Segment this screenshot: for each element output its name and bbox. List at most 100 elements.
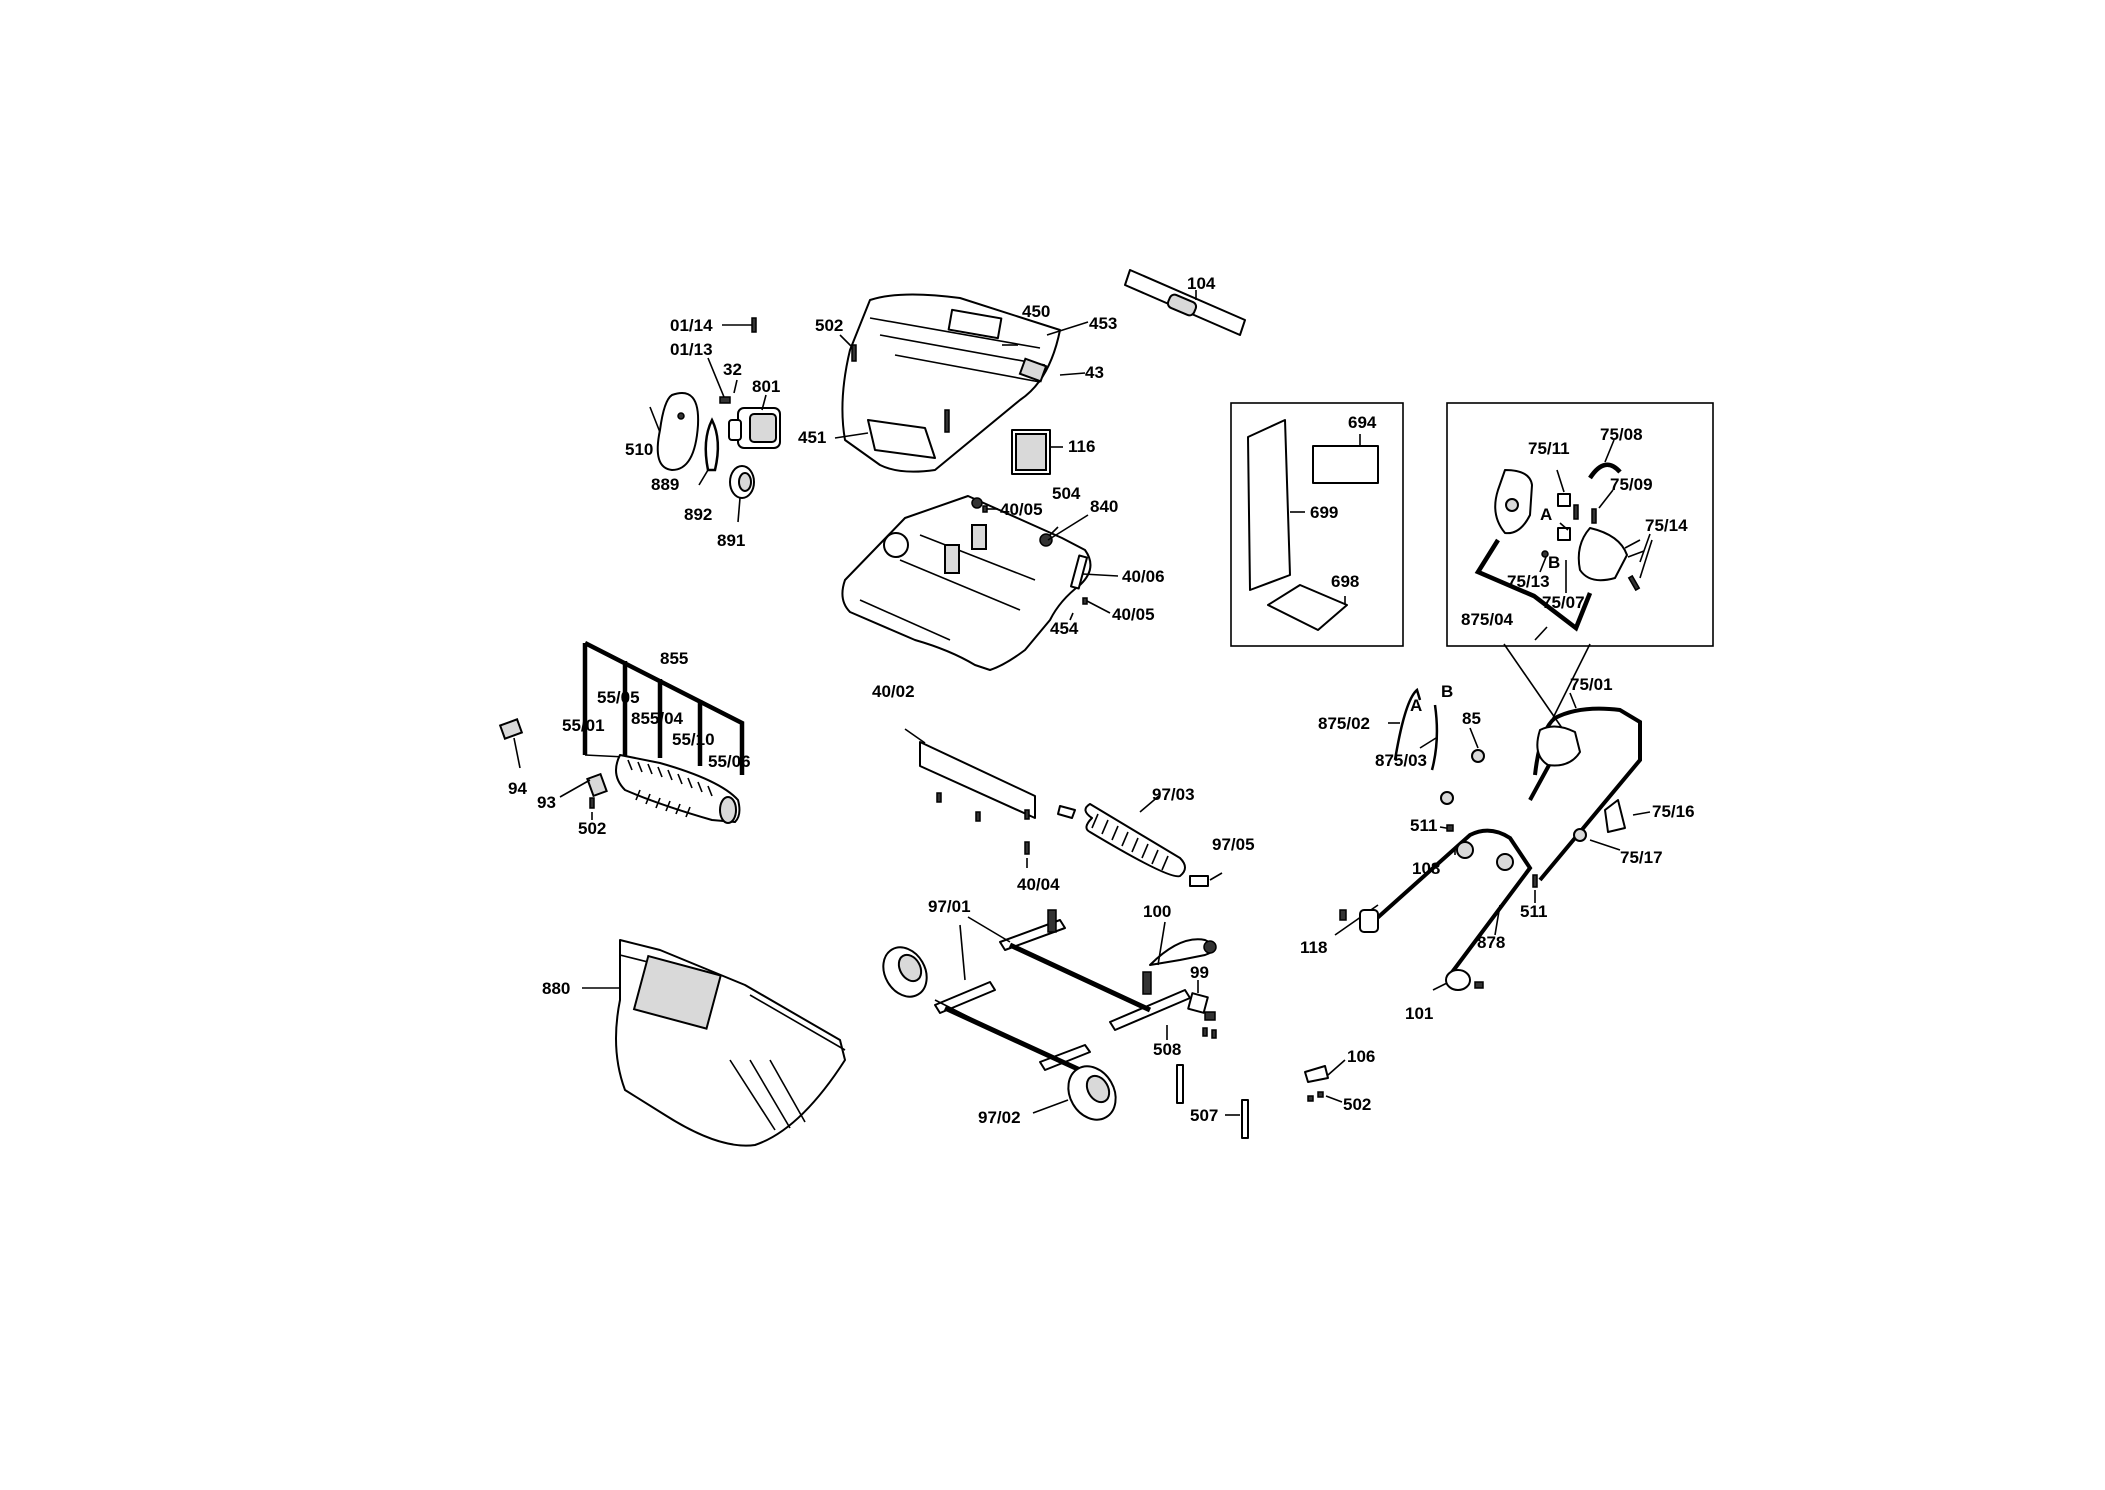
part-75-07-switch-half [1577,527,1628,582]
label-801: 801 [752,377,780,396]
label-55-05: 55/05 [597,688,640,707]
part-97-02-wheel-rear [882,946,928,998]
label-75-13: 75/13 [1507,572,1550,591]
part-840-spring [1069,554,1089,590]
label-875-04: 875/04 [1461,610,1514,629]
part-75-14-screws [1624,539,1645,558]
label-93: 93 [537,793,556,812]
manual-box [1230,402,1404,647]
part-875-03-cable [1430,704,1439,771]
handle-group [1304,687,1651,1103]
label-108: 108 [1412,859,1440,878]
label-55-01: 55/01 [562,716,605,735]
label-875-02: 875/02 [1318,714,1370,733]
part-97-05-pin [1189,875,1209,887]
part-508-bolt [1176,1064,1184,1104]
label-99: 99 [1190,963,1209,982]
aerator-roller-group [498,640,745,824]
part-875-02-cable [1393,687,1422,761]
part-94-end-cap [498,718,524,740]
label-97-01: 97/01 [928,897,971,916]
label-504: 504 [1052,484,1081,503]
part-116-filter [1011,429,1063,475]
part-97-02-wheel-front [1067,1065,1117,1121]
label-75-01: 75/01 [1570,675,1613,694]
label-116: 116 [1068,437,1095,456]
label-75-16: 75/16 [1652,802,1695,821]
part-855-bracket [582,640,745,775]
part-892-belt [704,417,720,472]
label-892: 892 [684,505,712,524]
label-40-02: 40/02 [872,682,915,701]
part-101-knob [1445,969,1471,991]
part-880-grass-box [582,939,846,1147]
label-B-handle: B [1441,682,1453,701]
label-889: 889 [651,475,679,494]
part-878-lower-handle [1373,828,1533,977]
part-99-clip [1187,992,1209,1014]
label-698: 698 [1331,572,1359,591]
label-40-04: 40/04 [1017,875,1060,894]
label-880: 880 [542,979,570,998]
part-32-screw [719,396,731,404]
label-97-05: 97/05 [1212,835,1255,854]
label-502-handle: 502 [1343,1095,1371,1114]
main-deck-group [841,495,1119,671]
part-504-washer [1039,533,1053,547]
label-55-10: 55/10 [672,730,715,749]
label-502-top: 502 [815,316,843,335]
part-97-03-roller [1084,803,1186,878]
label-454: 454 [1050,619,1079,638]
label-510: 510 [625,440,653,459]
part-75-08-trigger [1588,462,1622,480]
switch-detail-box [1446,402,1714,647]
label-511-b: 511 [1520,902,1547,921]
part-698-leaflet [1267,584,1348,631]
part-75-16-bracket [1604,799,1626,833]
part-93-bearing [586,772,608,798]
chassis-group [882,909,1249,1139]
part-55-06-roller [615,754,741,823]
label-699: 699 [1310,503,1338,522]
label-453: 453 [1089,314,1117,333]
label-40-05-b: 40/05 [1112,605,1155,624]
label-75-08: 75/08 [1600,425,1643,444]
label-75-14: 75/14 [1645,516,1688,535]
label-508: 508 [1153,1040,1181,1059]
part-875-04-cable [1474,538,1593,632]
label-40-05-a: 40/05 [1000,500,1043,519]
label-85: 85 [1462,709,1481,728]
label-502-roller: 502 [578,819,606,838]
part-801-motor [728,407,781,449]
part-450-label-plate [947,308,1003,340]
part-108-knob [1456,841,1474,859]
part-694-card [1312,445,1379,484]
label-104: 104 [1187,274,1216,293]
part-100-spring [1047,909,1057,933]
label-97-03: 97/03 [1152,785,1195,804]
part-451-front-panel [867,419,936,459]
label-101: 101 [1405,1004,1433,1023]
label-100: 100 [1143,902,1171,921]
label-118: 118 [1300,938,1327,957]
label-43: 43 [1085,363,1104,382]
part-889-drive-belt [656,392,700,471]
label-A-handle: A [1410,696,1422,715]
label-32: 32 [723,360,742,379]
label-75-07: 75/07 [1542,593,1585,612]
label-507: 507 [1190,1106,1218,1125]
part-85-nut [1471,749,1485,763]
label-01-14: 01/14 [670,316,713,335]
housing-cover-group [834,293,1089,473]
label-855-04: 855/04 [631,709,684,728]
label-694: 694 [1348,413,1377,432]
part-454-deck [841,495,1092,671]
label-855: 855 [660,649,688,668]
part-75-11-clip [1557,493,1571,507]
label-75-11: 75/11 [1528,439,1570,458]
part-118-clip [1359,909,1379,933]
part-75-17-nut [1573,828,1587,842]
label-875-03: 875/03 [1375,751,1427,770]
label-B-switch: B [1548,553,1560,572]
